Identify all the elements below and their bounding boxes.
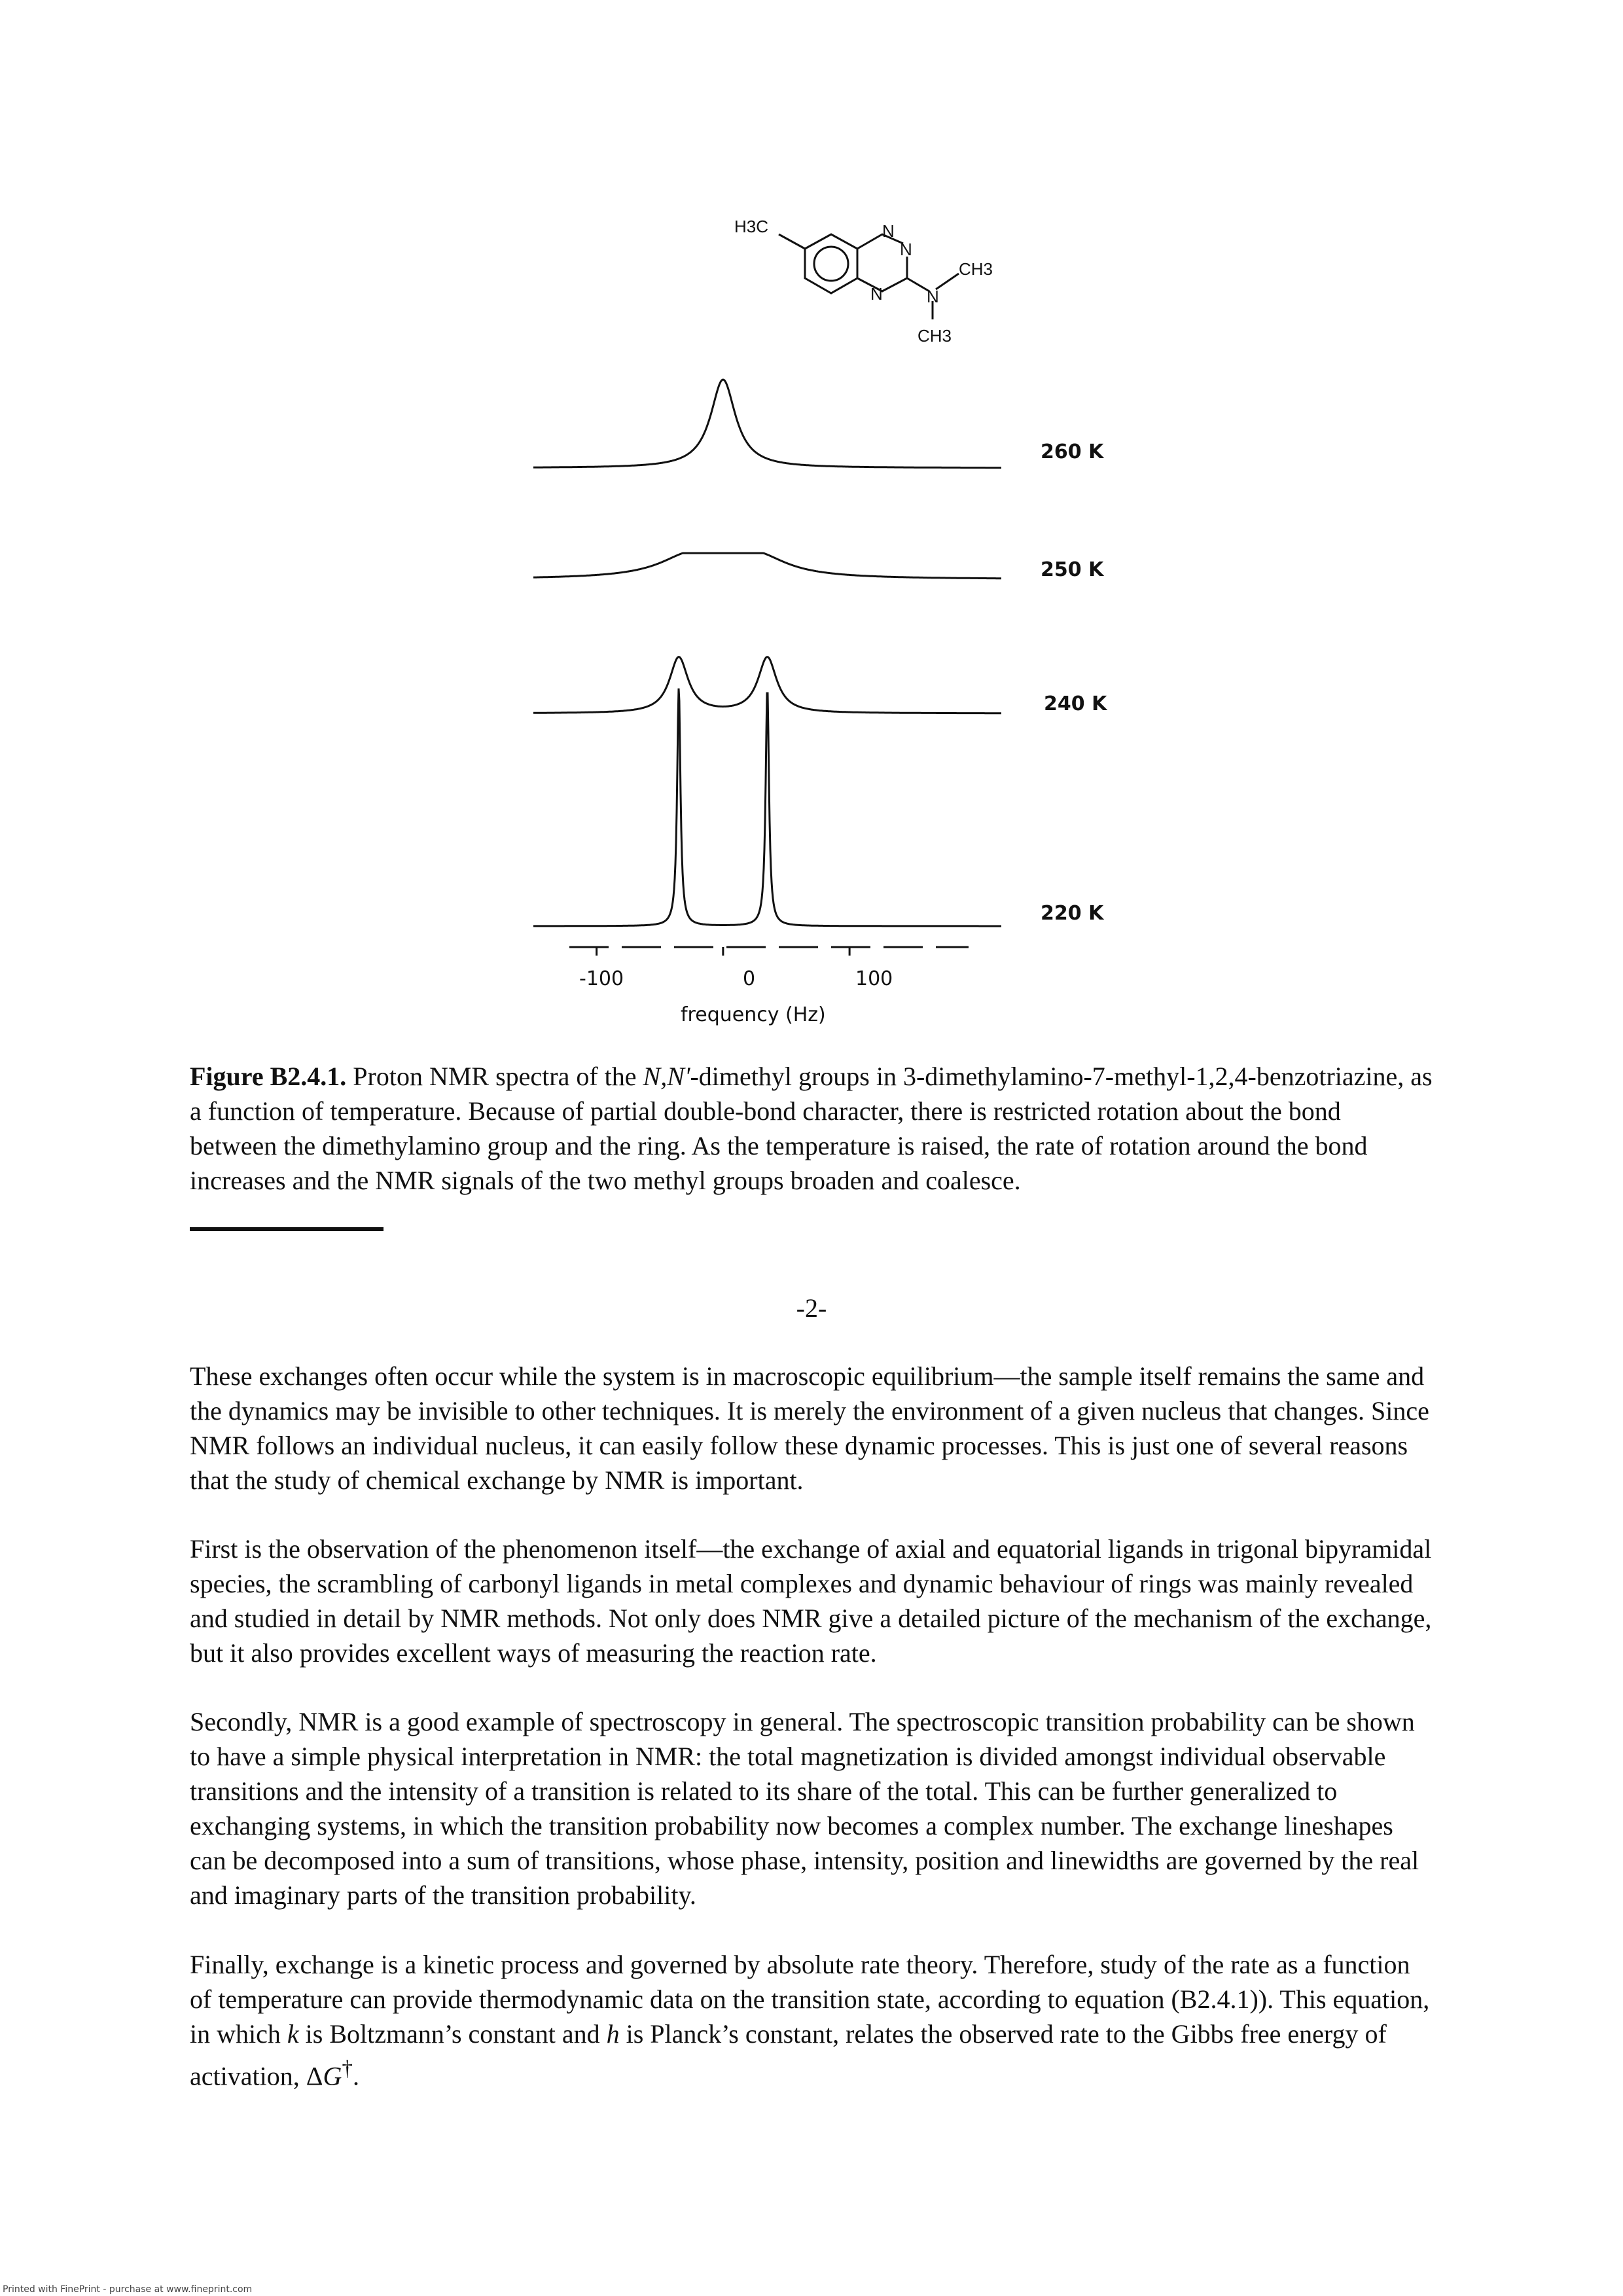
p4-h: h bbox=[606, 2019, 620, 2049]
p4-text-a: Finally, exchange is a kinetic process a… bbox=[190, 1950, 1430, 2049]
p4-dagger: † bbox=[342, 2056, 353, 2081]
x-tick-label-neg100: -100 bbox=[579, 967, 624, 990]
figure-label: Figure B2.4.1. bbox=[190, 1062, 347, 1091]
series-label-260k: 260 K bbox=[1041, 440, 1105, 463]
p4-text-b: is Boltzmann’s constant and bbox=[298, 2019, 607, 2049]
trace-260k bbox=[533, 378, 1001, 469]
x-tick-label-0: 0 bbox=[743, 967, 755, 990]
trace-250k bbox=[533, 552, 1001, 580]
series-label-240k: 240 K bbox=[1044, 692, 1108, 715]
trace-220k bbox=[533, 688, 1001, 927]
atom-n-amine: N bbox=[927, 287, 939, 306]
figure-caption: Figure B2.4.1. Proton NMR spectra of the… bbox=[190, 1059, 1433, 1198]
atom-h3c: H3C bbox=[734, 217, 768, 236]
p4-text-c: is Planck’s constant, relates the observ… bbox=[190, 2019, 1387, 2091]
atom-ch3-a: CH3 bbox=[959, 259, 993, 279]
caption-text-b: -dimethyl groups in 3-dimethylamino-7-me… bbox=[190, 1062, 1433, 1195]
series-label-220k: 220 K bbox=[1041, 902, 1105, 925]
atom-n1: N bbox=[882, 221, 895, 241]
p4-k: k bbox=[287, 2019, 299, 2049]
x-tick-label-100: 100 bbox=[855, 967, 893, 990]
series-label-250k: 250 K bbox=[1041, 558, 1105, 581]
nmr-spectra-chart: 260 K 250 K 240 K 220 K -100 0 100 frequ… bbox=[533, 378, 1108, 1026]
paragraph-4: Finally, exchange is a kinetic process a… bbox=[190, 1947, 1433, 2093]
paragraph-3: Secondly, NMR is a good example of spect… bbox=[190, 1707, 1419, 1910]
print-footer: Printed with FinePrint - purchase at www… bbox=[3, 2284, 253, 2295]
paragraph-2: First is the observation of the phenomen… bbox=[190, 1534, 1432, 1668]
atom-n4: N bbox=[870, 284, 883, 304]
caption-text-a: Proton NMR spectra of the bbox=[346, 1062, 643, 1091]
p4-g: G bbox=[323, 2061, 342, 2091]
trace-240k bbox=[533, 656, 1001, 715]
molecule-structure: H3C N N N N CH3 CH3 bbox=[734, 217, 993, 346]
atom-n2: N bbox=[900, 240, 912, 259]
p4-end: . bbox=[353, 2061, 359, 2091]
caption-italic: N,N' bbox=[643, 1062, 690, 1091]
caption-divider bbox=[190, 1227, 383, 1231]
page-number: -2- bbox=[796, 1293, 827, 1323]
paragraph-1: These exchanges often occur while the sy… bbox=[190, 1361, 1429, 1495]
x-axis-label: frequency (Hz) bbox=[681, 1003, 826, 1026]
atom-ch3-b: CH3 bbox=[918, 326, 952, 346]
